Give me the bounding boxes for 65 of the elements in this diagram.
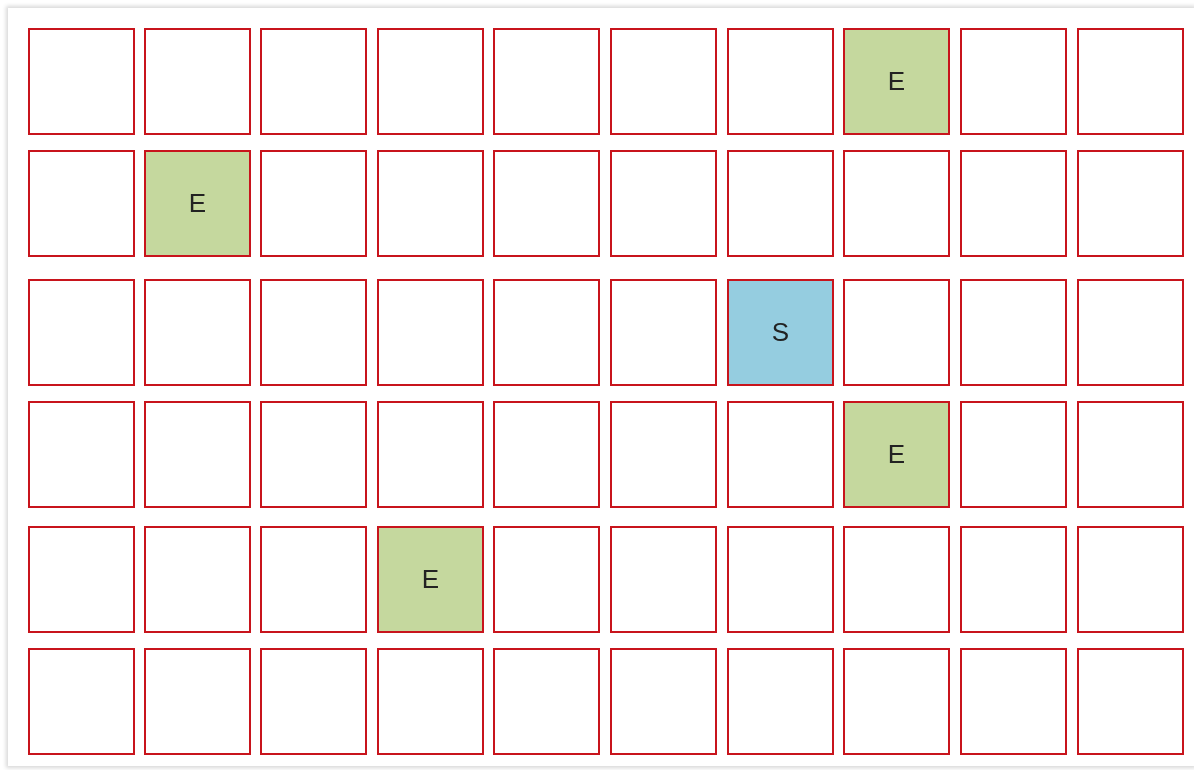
grid-square bbox=[727, 526, 834, 633]
grid-square bbox=[493, 648, 600, 755]
grid-square bbox=[610, 401, 717, 508]
grid-square bbox=[843, 279, 950, 386]
grid-square bbox=[144, 28, 251, 135]
square-letter: E bbox=[887, 439, 906, 470]
grid-square bbox=[727, 279, 834, 386]
grid-square bbox=[493, 401, 600, 508]
grid-square bbox=[610, 648, 717, 755]
grid-square bbox=[843, 401, 950, 508]
grid-square bbox=[493, 279, 600, 386]
grid-square bbox=[260, 526, 367, 633]
square-letter: S bbox=[771, 317, 790, 348]
grid-square bbox=[1077, 401, 1184, 508]
grid-square bbox=[960, 150, 1067, 257]
grid-square bbox=[28, 526, 135, 633]
grid-square bbox=[377, 279, 484, 386]
grid-square bbox=[960, 28, 1067, 135]
grid-square bbox=[377, 401, 484, 508]
grid-square bbox=[144, 401, 251, 508]
grid-square bbox=[377, 526, 484, 633]
grid-square bbox=[144, 648, 251, 755]
grid-square bbox=[28, 28, 135, 135]
grid-square bbox=[843, 28, 950, 135]
grid-square bbox=[843, 150, 950, 257]
square-letter: E bbox=[887, 66, 906, 97]
grid-square bbox=[1077, 526, 1184, 633]
grid-square bbox=[727, 648, 834, 755]
grid-square bbox=[960, 401, 1067, 508]
grid-square bbox=[493, 526, 600, 633]
grid-square bbox=[1077, 150, 1184, 257]
grid-square bbox=[260, 28, 367, 135]
grid-square bbox=[28, 150, 135, 257]
grid-square bbox=[843, 526, 950, 633]
grid-square bbox=[843, 648, 950, 755]
grid-square bbox=[727, 150, 834, 257]
grid-square bbox=[260, 279, 367, 386]
grid-square bbox=[610, 150, 717, 257]
grid-square bbox=[377, 648, 484, 755]
grid-square bbox=[377, 28, 484, 135]
grid-square bbox=[260, 150, 367, 257]
grid-square bbox=[260, 648, 367, 755]
grid-square bbox=[28, 648, 135, 755]
grid-square bbox=[144, 279, 251, 386]
grid-square bbox=[377, 150, 484, 257]
grid-square bbox=[144, 526, 251, 633]
grid-square bbox=[493, 150, 600, 257]
grid-square bbox=[260, 401, 367, 508]
grid-square bbox=[28, 401, 135, 508]
grid-square bbox=[727, 401, 834, 508]
grid-square bbox=[1077, 28, 1184, 135]
grid-square bbox=[28, 279, 135, 386]
square-letter: E bbox=[188, 188, 207, 219]
grid-square bbox=[144, 150, 251, 257]
grid-square bbox=[960, 279, 1067, 386]
grid-square bbox=[1077, 648, 1184, 755]
grid-square bbox=[610, 526, 717, 633]
grid-square bbox=[610, 279, 717, 386]
square-letter: E bbox=[421, 564, 440, 595]
grid-square bbox=[493, 28, 600, 135]
grid-square bbox=[610, 28, 717, 135]
grid-square bbox=[960, 648, 1067, 755]
grid-square bbox=[1077, 279, 1184, 386]
grid-square bbox=[960, 526, 1067, 633]
grid-square bbox=[727, 28, 834, 135]
